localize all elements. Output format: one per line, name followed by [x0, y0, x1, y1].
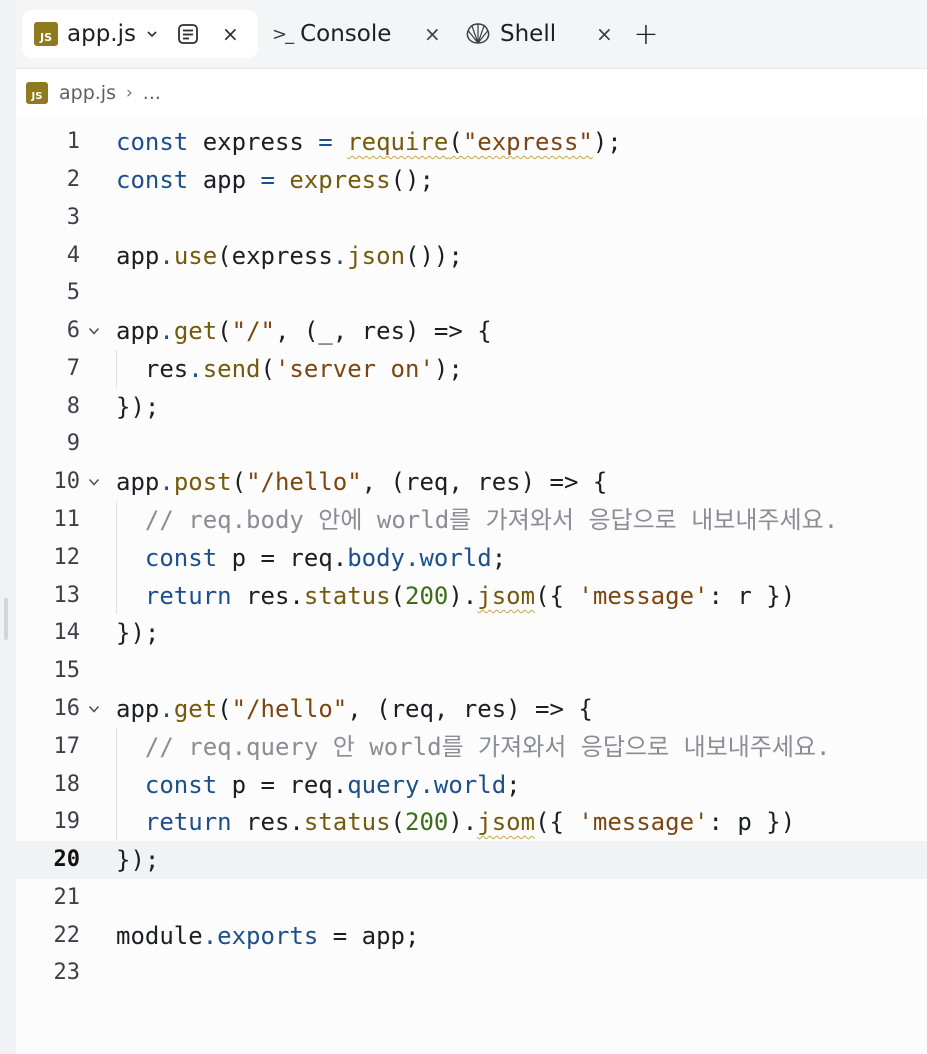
tab-label: app.js [67, 21, 136, 47]
js-file-icon: JS [34, 22, 58, 46]
line-number: 1 [66, 129, 80, 154]
breadcrumb-more[interactable]: ... [142, 82, 161, 104]
tab-label: Console [300, 21, 392, 47]
line-number: 21 [53, 885, 81, 910]
code-text[interactable]: return res.status(200).jsom({ 'message':… [116, 808, 796, 836]
breadcrumb: JS app.js › ... [16, 69, 927, 117]
line-number: 16 [53, 696, 81, 721]
line-number: 15 [53, 658, 81, 683]
breadcrumb-file[interactable]: app.js [59, 82, 116, 104]
code-line: 2 const app = express(); [16, 161, 927, 199]
line-number: 23 [53, 960, 81, 985]
code-text[interactable]: const p = req.body.world; [116, 544, 507, 572]
document-outline-icon[interactable] [176, 22, 200, 46]
line-number: 22 [53, 923, 81, 948]
code-text[interactable]: app.post("/hello", (req, res) => { [116, 468, 608, 496]
line-number: 8 [66, 394, 80, 419]
tab-app-js[interactable]: JS app.js × [22, 10, 258, 58]
code-text[interactable]: app.use(express.json()); [116, 242, 463, 270]
code-text[interactable]: return res.status(200).jsom({ 'message':… [116, 582, 796, 610]
tab-bar: JS app.js × >_ Console × Shell × + [16, 0, 927, 69]
fold-chevron-icon[interactable] [88, 704, 100, 714]
code-line: 13 return res.status(200).jsom({ 'messag… [16, 577, 927, 615]
indent-guide [116, 350, 117, 388]
indent-guide [116, 728, 117, 841]
code-line: 5 [16, 274, 927, 312]
code-line: 12 const p = req.body.world; [16, 539, 927, 577]
code-line: 17 // req.query 안 world를 가져와서 응답으로 내보내주세… [16, 728, 927, 766]
code-line: 4 app.use(express.json()); [16, 237, 927, 275]
terminal-prompt-icon: >_ [272, 23, 294, 45]
line-number: 20 [53, 847, 81, 872]
code-line: 23 [16, 954, 927, 992]
code-line: 19 return res.status(200).jsom({ 'messag… [16, 803, 927, 841]
code-text[interactable]: const express = require("express"); [116, 128, 622, 156]
line-number: 9 [66, 431, 80, 456]
code-line: 3 [16, 199, 927, 237]
code-text[interactable]: }); [116, 393, 160, 421]
tab-label: Shell [500, 21, 557, 47]
code-line: 14 }); [16, 614, 927, 652]
fold-chevron-icon[interactable] [88, 477, 100, 487]
code-line: 16 app.get("/hello", (req, res) => { [16, 690, 927, 728]
js-file-icon: JS [26, 82, 48, 104]
line-number: 11 [53, 507, 81, 532]
code-text[interactable]: const app = express(); [116, 166, 434, 194]
line-number: 19 [53, 809, 81, 834]
tab-console[interactable]: >_ Console × [272, 10, 444, 58]
left-edge-strip [0, 0, 16, 1054]
code-editor[interactable]: 1 const express = require("express"); 2 … [16, 118, 927, 1054]
code-text[interactable]: }); [116, 846, 160, 874]
add-tab-button[interactable]: + [633, 16, 659, 52]
code-line: 15 [16, 652, 927, 690]
code-text[interactable]: const p = req.query.world; [116, 771, 521, 799]
line-number: 2 [66, 167, 80, 192]
code-line: 7 res.send('server on'); [16, 350, 927, 388]
line-number: 17 [53, 734, 81, 759]
code-text[interactable]: app.get("/hello", (req, res) => { [116, 695, 593, 723]
line-number: 3 [66, 205, 80, 230]
code-text[interactable]: module.exports = app; [116, 922, 420, 950]
code-text[interactable]: app.get("/", (_, res) => { [116, 317, 492, 345]
code-line: 6 app.get("/", (_, res) => { [16, 312, 927, 350]
line-number: 5 [66, 280, 80, 305]
code-text[interactable]: }); [116, 619, 160, 647]
close-icon[interactable]: × [424, 22, 441, 46]
line-number: 18 [53, 772, 81, 797]
close-icon[interactable]: × [221, 22, 239, 46]
line-number: 13 [53, 583, 81, 608]
code-text[interactable]: res.send('server on'); [116, 355, 463, 383]
code-line: 11 // req.body 안에 world를 가져와서 응답으로 내보내주세… [16, 501, 927, 539]
indent-guide [116, 501, 117, 614]
code-line: 8 }); [16, 388, 927, 426]
code-line: 21 [16, 879, 927, 917]
code-line: 22 module.exports = app; [16, 917, 927, 955]
code-comment[interactable]: // req.body 안에 world를 가져와서 응답으로 내보내주세요. [116, 506, 839, 534]
code-line: 18 const p = req.query.world; [16, 766, 927, 804]
fold-chevron-icon[interactable] [88, 326, 100, 336]
chevron-down-icon[interactable] [146, 28, 158, 40]
code-line-active: 20 }); [16, 841, 927, 879]
line-number: 4 [66, 243, 80, 268]
shell-icon [466, 23, 490, 44]
line-number: 10 [53, 469, 81, 494]
code-comment[interactable]: // req.query 안 world를 가져와서 응답으로 내보내주세요. [116, 733, 831, 761]
line-number: 7 [66, 356, 80, 381]
code-line: 9 [16, 425, 927, 463]
line-number: 12 [53, 545, 81, 570]
tab-shell[interactable]: Shell × [464, 10, 614, 58]
chevron-right-icon: › [125, 83, 133, 103]
line-number: 14 [53, 620, 81, 645]
close-icon[interactable]: × [596, 22, 613, 46]
line-number: 6 [66, 318, 80, 343]
code-line: 10 app.post("/hello", (req, res) => { [16, 463, 927, 501]
resize-handle[interactable] [4, 598, 8, 640]
code-line: 1 const express = require("express"); [16, 123, 927, 161]
